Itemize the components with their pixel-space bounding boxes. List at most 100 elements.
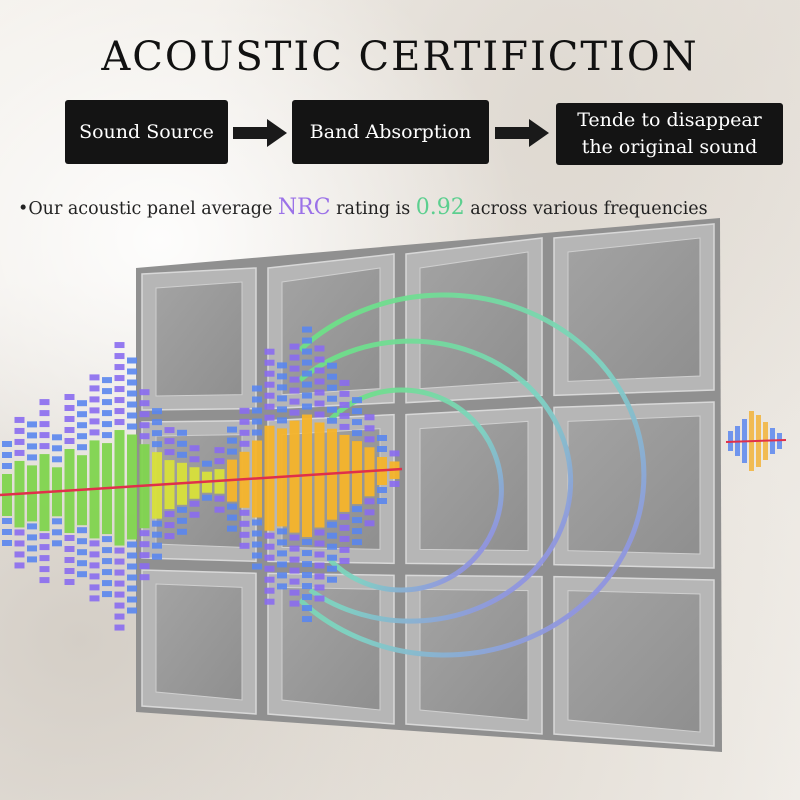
equalizer-segment bbox=[64, 427, 75, 433]
panel-tile-face bbox=[155, 583, 243, 701]
equalizer-segment bbox=[27, 545, 37, 552]
equalizer-segment bbox=[214, 495, 225, 502]
equalizer-segment bbox=[289, 409, 300, 416]
equalizer-segment bbox=[227, 525, 237, 532]
equalizer-segment bbox=[202, 494, 212, 501]
equalizer-segment bbox=[252, 541, 262, 548]
panel-tile-face bbox=[567, 237, 701, 382]
equalizer-segment bbox=[339, 379, 350, 386]
equalizer-segment bbox=[377, 498, 387, 504]
equalizer-segment bbox=[89, 407, 100, 414]
equalizer-segment bbox=[239, 407, 250, 414]
equalizer-segment bbox=[152, 520, 162, 527]
equalizer-segment bbox=[314, 562, 325, 569]
equalizer-segment bbox=[64, 394, 75, 400]
nrc-note: •Our acoustic panel average NRC rating i… bbox=[18, 195, 708, 220]
equalizer-segment bbox=[114, 364, 125, 371]
equalizer-segment bbox=[27, 556, 37, 563]
step-sound-source: Sound Source bbox=[65, 100, 228, 164]
equalizer-segment bbox=[339, 557, 350, 564]
equalizer-segment bbox=[264, 532, 275, 539]
equalizer-segment bbox=[377, 435, 387, 441]
equalizer-segment bbox=[314, 378, 325, 385]
equalizer-segment bbox=[14, 562, 25, 569]
equalizer-segment bbox=[139, 541, 150, 548]
equalizer-segment bbox=[177, 517, 187, 524]
equalizer-segment bbox=[77, 433, 87, 440]
equalizer-segment bbox=[77, 444, 87, 451]
equalizer-segment bbox=[114, 547, 125, 554]
equalizer-segment bbox=[327, 417, 337, 424]
acoustic-panel bbox=[136, 218, 722, 752]
equalizer-segment bbox=[277, 528, 287, 535]
equalizer-segment bbox=[152, 542, 162, 549]
equalizer-segment bbox=[164, 522, 175, 529]
equalizer-segment bbox=[189, 511, 200, 518]
right-arrow-icon bbox=[233, 119, 287, 147]
equalizer-segment bbox=[14, 449, 25, 456]
equalizer-segment bbox=[327, 532, 337, 539]
equalizer-segment bbox=[127, 412, 137, 419]
equalizer-segment bbox=[389, 480, 400, 487]
equalizer-segment bbox=[364, 436, 375, 443]
equalizer-segment bbox=[314, 573, 325, 580]
equalizer-segment bbox=[327, 395, 337, 402]
equalizer-segment bbox=[27, 523, 37, 530]
equalizer-segment bbox=[102, 399, 112, 406]
equalizer-segment bbox=[302, 337, 312, 344]
equalizer-segment bbox=[52, 434, 62, 441]
equalizer-segment bbox=[277, 395, 287, 402]
equalizer-segment bbox=[277, 539, 287, 546]
equalizer-segment bbox=[127, 401, 137, 408]
equalizer-segment bbox=[152, 430, 162, 437]
note-middle: rating is bbox=[330, 199, 416, 219]
equalizer-segment bbox=[252, 530, 262, 537]
equalizer-segment bbox=[2, 463, 12, 469]
equalizer-segment bbox=[127, 541, 137, 548]
equalizer-segment bbox=[389, 450, 400, 457]
equalizer-segment bbox=[27, 421, 37, 428]
equalizer-segment bbox=[352, 430, 362, 437]
equalizer-segment bbox=[289, 578, 300, 585]
equalizer-segment bbox=[27, 534, 37, 541]
equalizer-segment bbox=[77, 422, 87, 429]
equalizer-segment bbox=[289, 600, 300, 607]
equalizer-segment bbox=[114, 602, 125, 609]
step-disappear-line2: the original sound bbox=[581, 136, 758, 158]
equalizer-segment bbox=[277, 384, 287, 391]
equalizer-segment bbox=[89, 374, 100, 381]
equalizer-segment bbox=[102, 432, 112, 439]
equalizer-segment bbox=[277, 373, 287, 380]
equalizer-segment bbox=[64, 557, 75, 563]
equalizer-segment bbox=[302, 359, 312, 366]
equalizer-segment bbox=[289, 589, 300, 596]
equalizer-segment bbox=[239, 542, 250, 549]
equalizer-segment bbox=[264, 381, 275, 388]
equalizer-segment bbox=[302, 583, 312, 590]
step-disappear: Tende to disappear the original sound bbox=[556, 103, 783, 165]
equalizer-segment bbox=[27, 432, 37, 439]
equalizer-segment bbox=[127, 563, 137, 570]
equalizer-segment bbox=[264, 359, 275, 366]
equalizer-segment bbox=[152, 441, 162, 448]
equalizer-segment bbox=[289, 567, 300, 574]
equalizer-segment bbox=[302, 561, 312, 568]
equalizer-segment bbox=[52, 518, 62, 525]
equalizer-segment bbox=[227, 426, 237, 433]
equalizer-segment bbox=[39, 544, 50, 551]
equalizer-segment bbox=[14, 529, 25, 536]
equalizer-segment bbox=[239, 509, 250, 516]
equalizer-segment bbox=[139, 411, 150, 418]
equalizer-segment bbox=[64, 579, 75, 585]
equalizer-segment bbox=[114, 386, 125, 393]
equalizer-segment bbox=[227, 437, 237, 444]
equalizer-segment bbox=[264, 414, 275, 421]
equalizer-segment bbox=[152, 419, 162, 426]
equalizer-segment bbox=[314, 411, 325, 418]
equalizer-segment bbox=[127, 379, 137, 386]
equalizer-segment bbox=[189, 445, 200, 452]
equalizer-segment bbox=[89, 551, 100, 558]
equalizer-segment bbox=[152, 531, 162, 538]
equalizer-segment bbox=[239, 520, 250, 527]
